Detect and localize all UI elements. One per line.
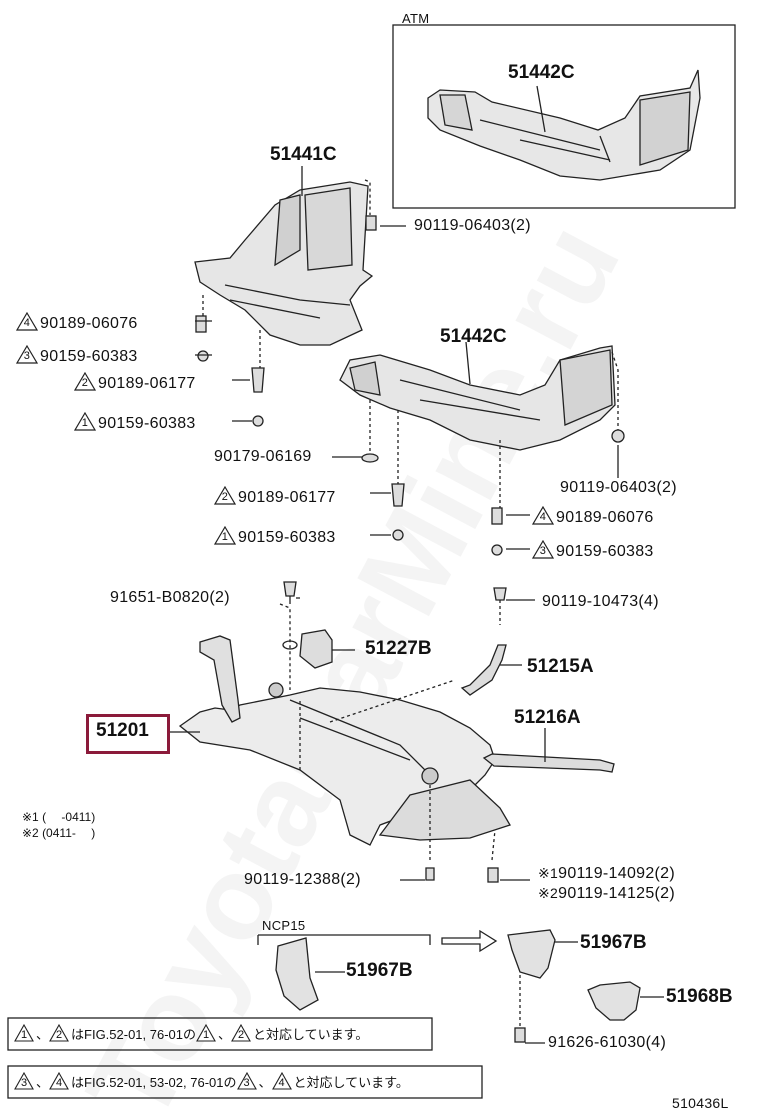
bracket-51967b-right-shape — [507, 929, 556, 979]
triangle-2-icon: 2 — [74, 372, 96, 391]
footnote-box-2 — [7, 1065, 483, 1099]
cover-51442c-shape — [339, 345, 616, 451]
ncp15-label: NCP15 — [262, 918, 306, 933]
part-51442c[interactable]: 51442C — [440, 326, 507, 347]
triangle-1-icon: 1 — [74, 412, 96, 431]
atm-cover-shape — [427, 69, 701, 181]
triangle-2-icon: 2 — [231, 1024, 251, 1042]
triangle-4-icon: 4 — [271, 1072, 292, 1090]
part-51967b[interactable]: 51967B — [580, 932, 647, 953]
fastener-90179-06169[interactable]: 90179-06169 — [214, 448, 312, 465]
triangle-4-icon: 4 — [49, 1072, 69, 1090]
triangle-1-icon: 1 — [196, 1024, 216, 1042]
fastener-91626-61030[interactable]: 91626-61030(4) — [548, 1034, 667, 1051]
diagram-id: 510436L — [672, 1095, 729, 1111]
fastener-91651-b0820[interactable]: 91651-B0820(2) — [110, 589, 230, 606]
triangle-4-icon: 4 — [532, 506, 554, 525]
footnote-box-1 — [7, 1017, 433, 1051]
bracket-51967b-left-shape — [275, 937, 319, 1011]
highlight-frame-51201 — [86, 714, 170, 754]
strap-51215a-shape — [460, 644, 507, 696]
triangle-3-icon: 3 — [16, 345, 38, 364]
part-51968b[interactable]: 51968B — [666, 986, 733, 1007]
triangle-2-icon: 2 — [49, 1024, 69, 1042]
fastener-90119-14125[interactable]: ※290119-14125(2) — [538, 885, 676, 902]
note-2: ※2 (0411- ) — [22, 826, 96, 840]
part-51441c[interactable]: 51441C — [270, 144, 337, 165]
triangle-3-icon: 3 — [236, 1072, 257, 1090]
arrow-shape — [441, 929, 498, 953]
part-51215a[interactable]: 51215A — [527, 656, 594, 677]
atm-box — [392, 24, 736, 209]
part-51967b-ncp15[interactable]: 51967B — [346, 960, 413, 981]
atm-label: ATM — [402, 11, 430, 26]
triangle-1-icon: 1 — [214, 526, 236, 545]
part-51227b[interactable]: 51227B — [365, 638, 432, 659]
triangle-1-icon: 1 — [14, 1024, 34, 1042]
part-51216a[interactable]: 51216A — [514, 707, 581, 728]
triangle-3-icon: 3 — [14, 1072, 34, 1090]
part-51201[interactable]: 51201 — [96, 720, 149, 741]
bracket-51968b-shape — [587, 981, 641, 1021]
fastener-90119-06403-right[interactable]: 90119-06403(2) — [560, 479, 677, 496]
bracket-51227b-shape — [299, 629, 333, 669]
part-51442c-atm[interactable]: 51442C — [508, 62, 575, 83]
fastener-90119-12388[interactable]: 90119-12388(2) — [244, 871, 361, 888]
triangle-2-icon: 2 — [214, 486, 236, 505]
plate-51216a-shape — [482, 753, 615, 773]
triangle-4-icon: 4 — [16, 312, 38, 331]
triangle-3-icon: 3 — [532, 540, 554, 559]
note-1: ※1 ( -0411) — [22, 810, 96, 824]
fastener-90119-06403-top[interactable]: 90119-06403(2) — [414, 217, 531, 234]
fastener-90119-14092[interactable]: ※190119-14092(2) — [538, 865, 676, 882]
fastener-90119-10473[interactable]: 90119-10473(4) — [542, 593, 659, 610]
